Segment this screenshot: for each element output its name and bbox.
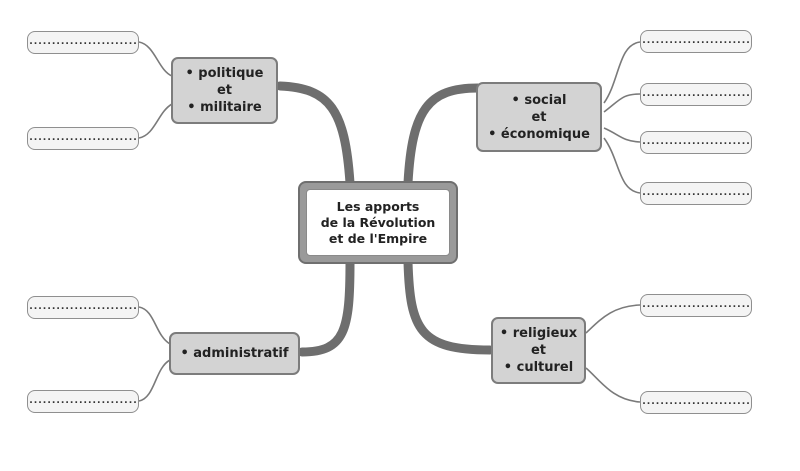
blank-answer-field[interactable]: ..........................: [27, 127, 139, 150]
blank-answer-field[interactable]: ..........................: [27, 296, 139, 319]
central-line-3: et de l'Empire: [328, 230, 428, 246]
blank-answer-field[interactable]: ..........................: [640, 391, 752, 414]
branch-politique-2: [138, 103, 173, 139]
category-line: et: [530, 343, 547, 358]
branch-social-3: [603, 127, 641, 143]
trunk-social: [403, 83, 483, 188]
blank-answer-field[interactable]: ..........................: [27, 31, 139, 54]
trunk-religieux: [403, 257, 495, 355]
branch-religieux-2: [585, 367, 641, 403]
category-politique-militaire: • politique et • militaire: [171, 57, 278, 124]
blank-answer-field[interactable]: ..........................: [27, 390, 139, 413]
trunk-administratif: [297, 257, 355, 357]
category-line: • militaire: [187, 100, 262, 115]
category-line: • religieux: [499, 326, 578, 341]
category-line: et: [531, 109, 547, 125]
blank-answer-field[interactable]: ..........................: [640, 131, 752, 154]
central-topic-text: Les apports de la Révolution et de l'Emp…: [306, 189, 450, 256]
central-line-2: de la Révolution: [320, 214, 436, 230]
category-line: • culturel: [503, 360, 574, 375]
branch-politique-1: [138, 41, 173, 77]
category-line: • administratif: [180, 346, 289, 361]
category-social-economique: • social et • économique: [476, 82, 602, 152]
trunk-politique: [275, 81, 355, 188]
category-line: • social: [511, 92, 567, 108]
category-line: • politique: [185, 66, 264, 81]
blank-answer-field[interactable]: ..........................: [640, 30, 752, 53]
blank-answer-field[interactable]: ..........................: [640, 83, 752, 106]
blank-answer-field[interactable]: ..........................: [640, 182, 752, 205]
blank-answer-field[interactable]: ..........................: [640, 294, 752, 317]
category-line: • économique: [488, 126, 590, 142]
branch-social-1: [603, 41, 641, 104]
branch-social-2: [603, 93, 641, 113]
category-religieux-culturel: • religieux et • culturel: [491, 317, 586, 384]
central-topic-node: Les apports de la Révolution et de l'Emp…: [298, 181, 458, 264]
category-line: et: [216, 83, 233, 98]
branch-social-4: [603, 137, 641, 194]
category-administratif: • administratif: [169, 332, 300, 375]
central-line-1: Les apports: [336, 198, 420, 214]
branch-admin-1: [138, 306, 171, 345]
branch-admin-2: [138, 359, 171, 402]
branch-religieux-1: [585, 304, 641, 334]
